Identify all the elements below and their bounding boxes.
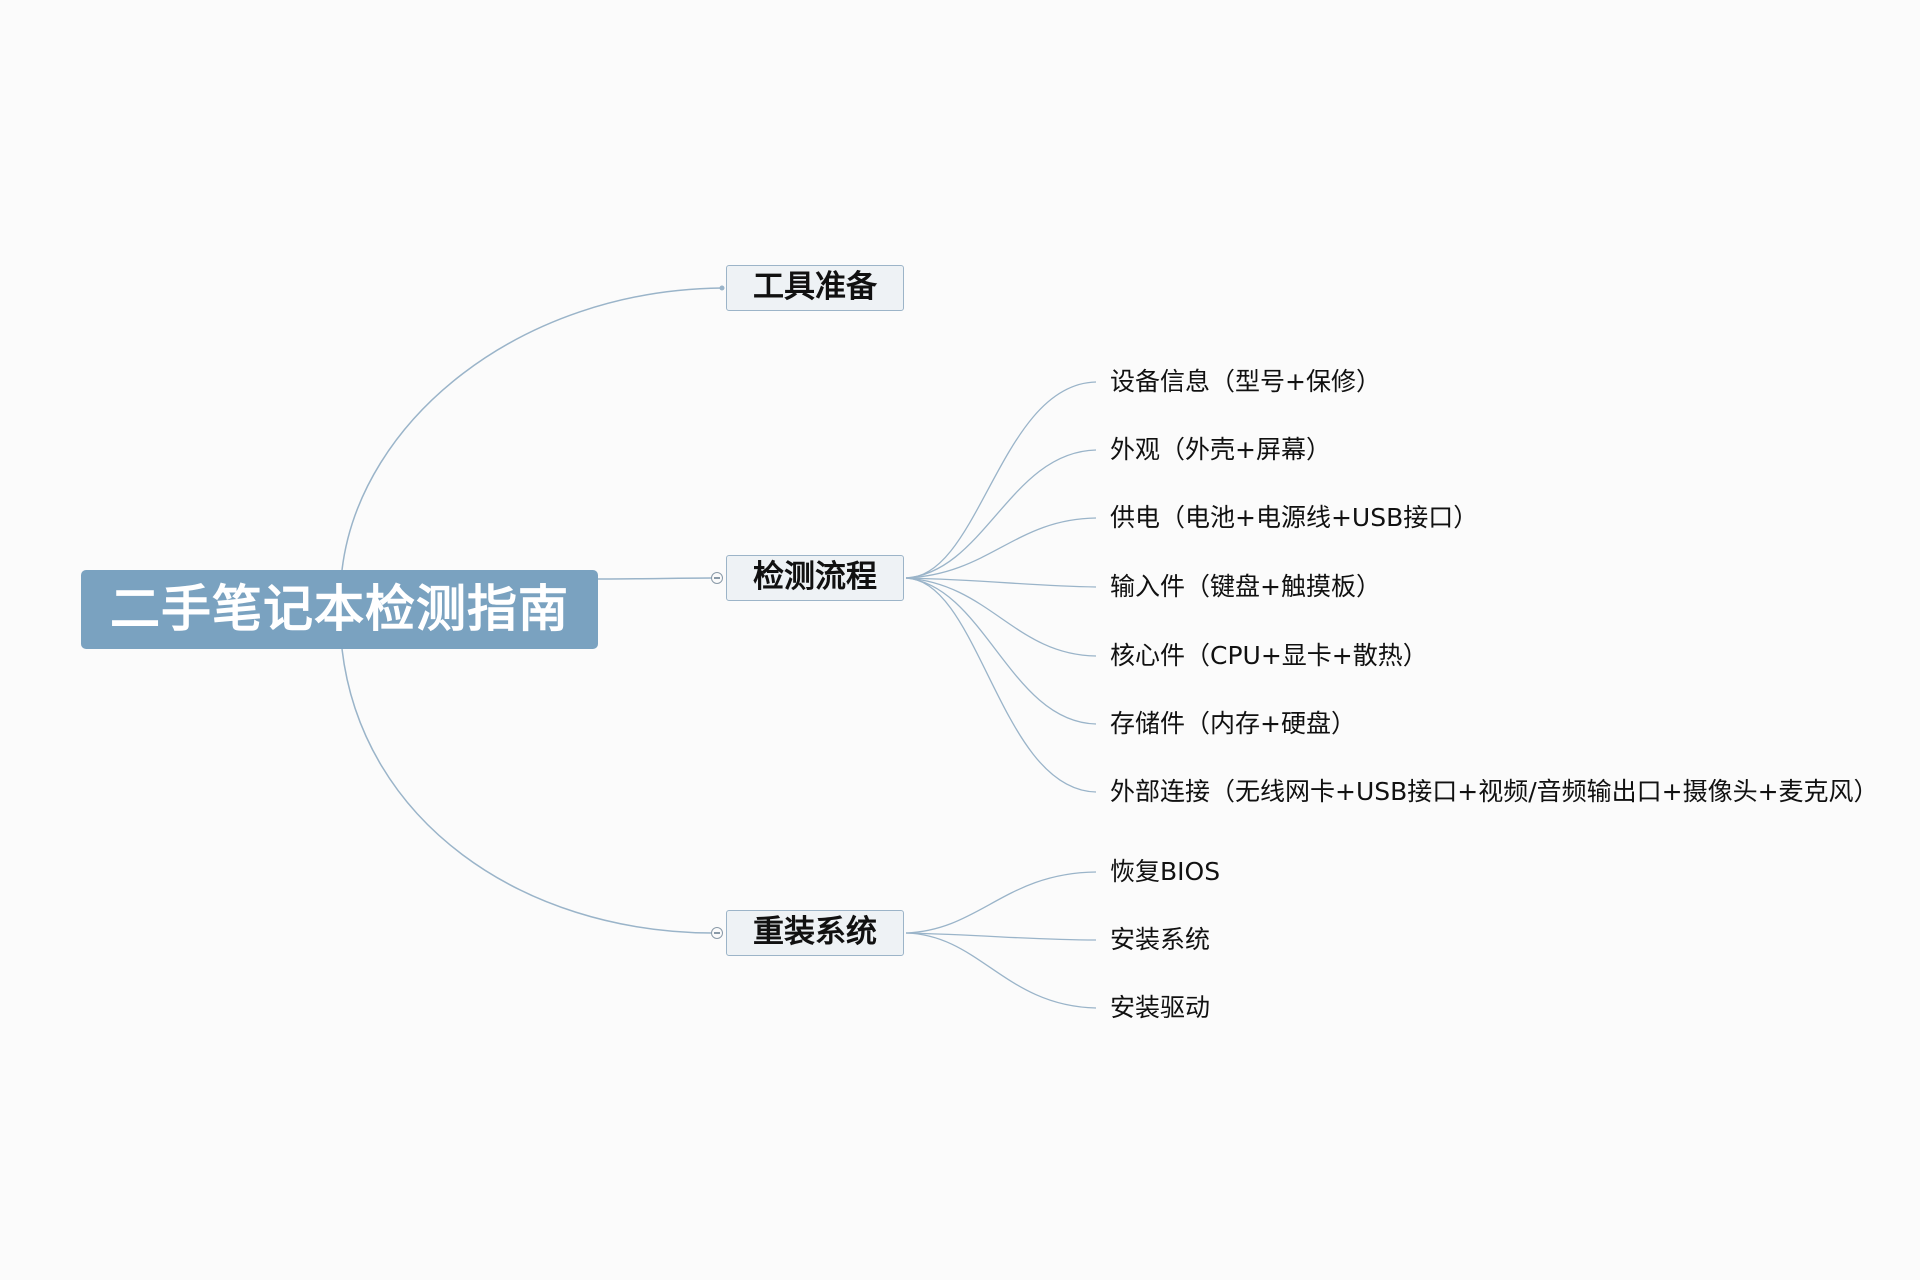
subtopic-power-supply[interactable]: 供电（电池+电源线+USB接口）: [1110, 503, 1479, 532]
connector-process-leaf-7: [905, 577, 1097, 793]
branch-topic-process[interactable]: 检测流程: [726, 555, 904, 601]
connector-process-leaf-5: [905, 577, 1097, 657]
collapse-toggle-reinstall[interactable]: [711, 927, 723, 939]
subtopic-install-system[interactable]: 安装系统: [1110, 925, 1211, 954]
connector-root-process: [597, 577, 713, 580]
subtopic-storage[interactable]: 存储件（内存+硬盘）: [1110, 709, 1356, 738]
connector-process-leaf-2: [905, 449, 1097, 579]
connector-process-leaf-4: [905, 577, 1097, 588]
branch-topic-reinstall[interactable]: 重装系统: [726, 910, 904, 956]
connector-process-leaf-6: [905, 577, 1097, 725]
connector-root-tools: [341, 287, 723, 571]
connector-end-dot: [719, 285, 725, 291]
collapse-toggle-process[interactable]: [711, 572, 723, 584]
subtopic-appearance[interactable]: 外观（外壳+屏幕）: [1110, 435, 1331, 464]
root-topic[interactable]: 二手笔记本检测指南: [81, 570, 598, 649]
connector-reinstall-leaf-1: [905, 871, 1097, 934]
connector-root-reinstall: [341, 648, 713, 934]
subtopic-core-components[interactable]: 核心件（CPU+显卡+散热）: [1110, 641, 1428, 670]
subtopic-restore-bios[interactable]: 恢复BIOS: [1110, 857, 1221, 886]
connector-reinstall-leaf-2: [905, 932, 1097, 941]
subtopic-device-info[interactable]: 设备信息（型号+保修）: [1110, 367, 1381, 396]
connector-process-leaf-3: [905, 517, 1097, 579]
subtopic-external-connections[interactable]: 外部连接（无线网卡+USB接口+视频/音频输出口+摄像头+麦克风）: [1110, 777, 1879, 806]
connector-reinstall-leaf-3: [905, 932, 1097, 1009]
subtopic-install-drivers[interactable]: 安装驱动: [1110, 993, 1211, 1022]
connector-process-leaf-1: [905, 381, 1097, 579]
subtopic-input-devices[interactable]: 输入件（键盘+触摸板）: [1110, 572, 1381, 601]
branch-topic-tools[interactable]: 工具准备: [726, 265, 904, 311]
